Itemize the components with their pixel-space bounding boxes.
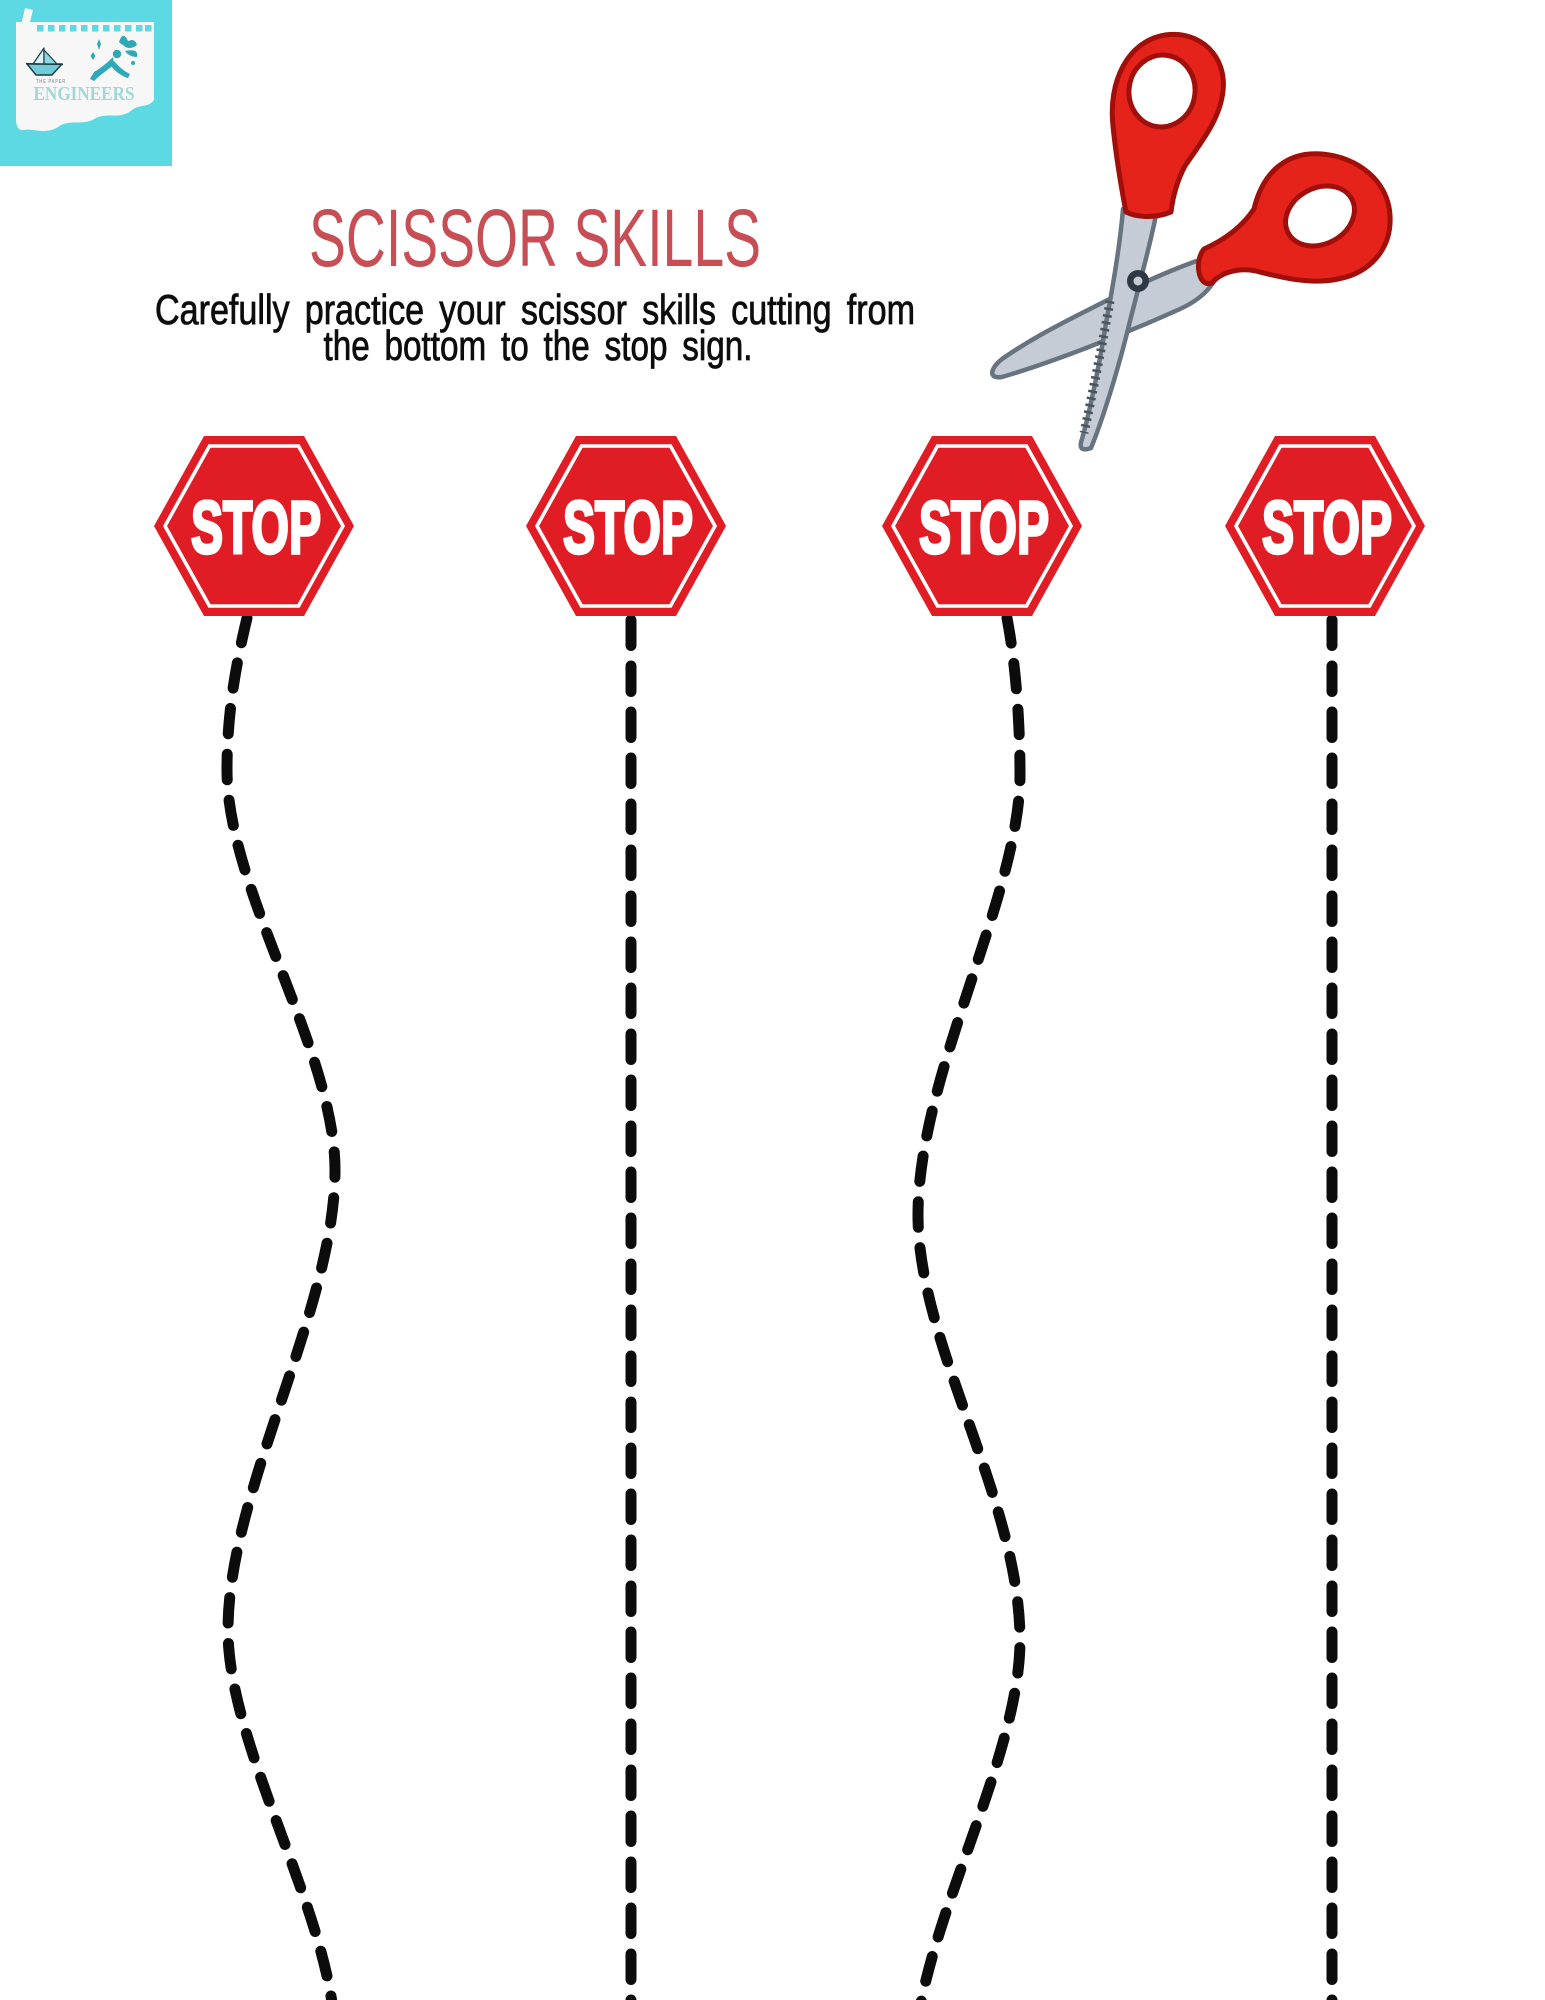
- svg-text:SCISSOR SKILLS: SCISSOR SKILLS: [309, 193, 761, 284]
- svg-text:THE PAPER: THE PAPER: [36, 79, 66, 85]
- svg-text:STOP: STOP: [1262, 486, 1392, 569]
- svg-text:Carefully practice your scisso: Carefully practice your scissor skills c…: [155, 286, 915, 333]
- svg-text:ENGINEERS: ENGINEERS: [34, 83, 135, 105]
- svg-text:the bottom to the stop sign.: the bottom to the stop sign.: [324, 322, 753, 369]
- svg-text:STOP: STOP: [191, 486, 321, 569]
- svg-text:STOP: STOP: [919, 486, 1049, 569]
- svg-text:STOP: STOP: [563, 486, 693, 569]
